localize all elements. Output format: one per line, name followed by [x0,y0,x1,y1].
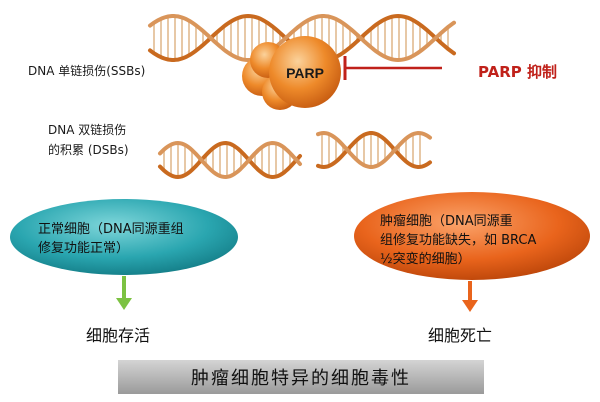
ssb-label: DNA 单链损伤(SSBs) [28,64,146,78]
parp-protein [242,36,341,110]
normal-cell-line2: 修复功能正常） [38,241,130,256]
tumor-cell-line1: 肿瘤细胞（DNA同源重 [380,214,513,229]
dna-helix-broken [158,130,432,180]
tumor-cell-line3: ½突变的细胞） [380,252,471,267]
dsb-label-line1: DNA 双链损伤 [48,123,127,137]
conclusion-banner: 肿瘤细胞特异的细胞毒性 [118,360,484,394]
parp-inhibitor-label: PARP 抑制 [478,63,557,81]
tumor-cell-text: 肿瘤细胞（DNA同源重 组修复功能缺失，如 BRCA ½突变的细胞） [380,212,555,269]
dsb-label: DNA 双链损伤 的积累 (DSBs) [48,120,158,160]
survival-arrow [116,276,132,310]
normal-cell-line1: 正常细胞（DNA同源重组 [38,222,184,237]
normal-cell-text: 正常细胞（DNA同源重组 修复功能正常） [38,220,218,258]
cell-survival-label: 细胞存活 [86,326,151,345]
death-arrow [462,281,478,312]
cell-death-label: 细胞死亡 [428,326,493,345]
dsb-label-line2: 的积累 (DSBs) [48,143,129,157]
tumor-cell-ellipse [354,192,590,280]
normal-cell-ellipse [10,199,238,275]
tumor-cell-line2: 组修复功能缺失，如 BRCA [380,233,537,248]
parp-label: PARP [286,65,324,81]
inhibition-bar [343,56,442,80]
dna-helix-top [148,13,456,63]
